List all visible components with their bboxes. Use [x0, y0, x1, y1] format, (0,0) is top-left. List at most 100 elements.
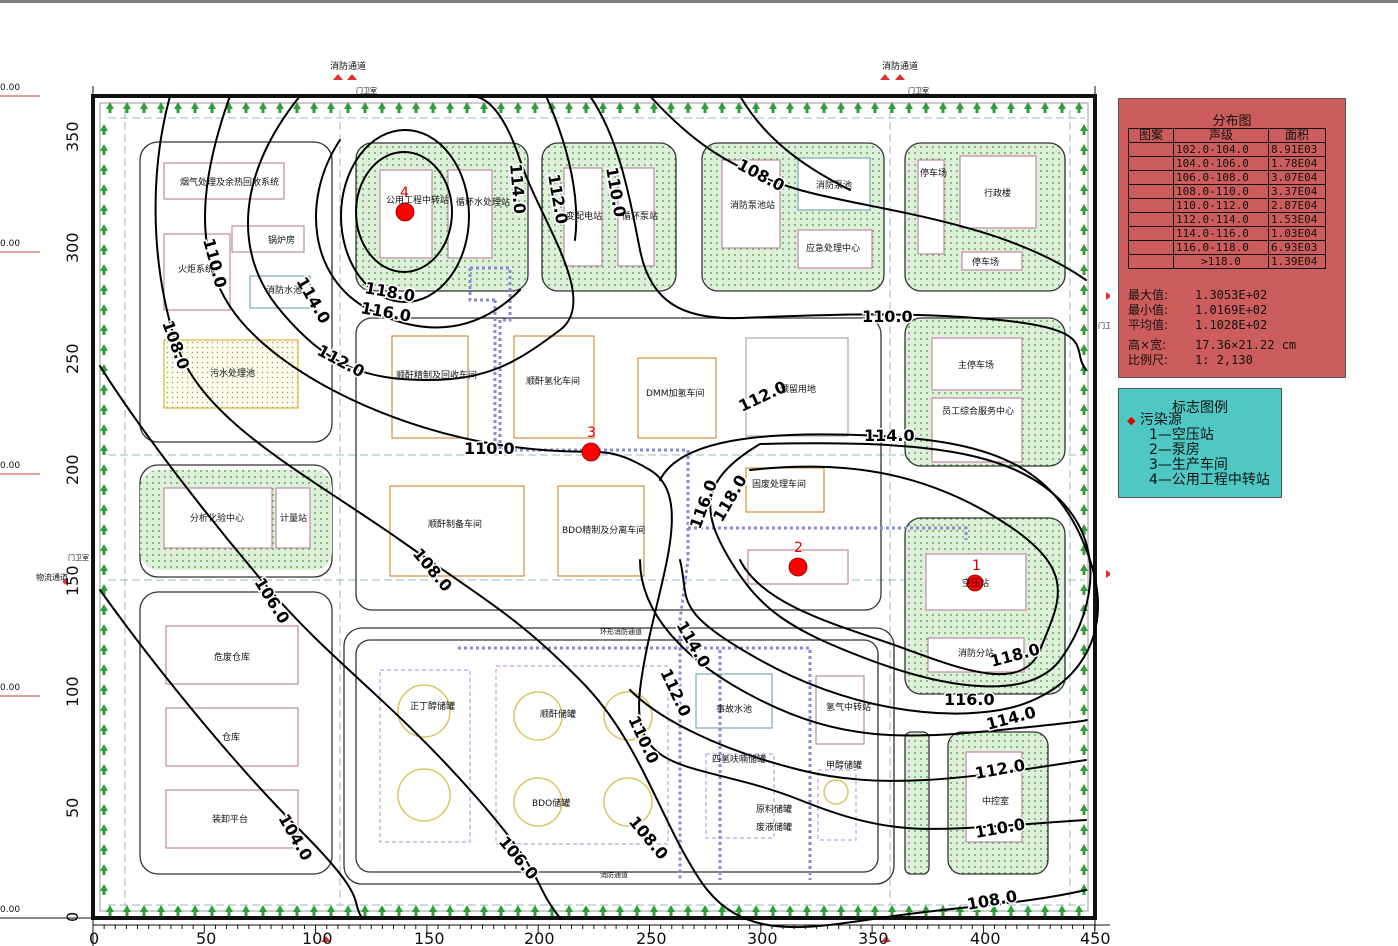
tree-icon [1080, 664, 1088, 675]
tree-icon [100, 424, 108, 435]
stat-scale-label: 比例尺: [1128, 353, 1169, 367]
label-main-parking: 主停车场 [958, 359, 994, 371]
legend-col-area: 面积 [1268, 128, 1326, 143]
label-fire-pump: 消防泵池站 [730, 199, 775, 211]
tree-icon [259, 102, 267, 113]
tree-icon [1080, 644, 1088, 655]
legend-title: 分布图 [1212, 114, 1252, 129]
tree-icon [100, 764, 108, 775]
tree-icon [1058, 102, 1066, 113]
tree-icon [100, 124, 108, 135]
gate-arrows [62, 74, 1110, 942]
tree-icon [1080, 324, 1088, 335]
pollution-sources: 1 2 3 4 [395, 185, 984, 592]
label-fire-pool: 消防水池 [266, 284, 302, 296]
tree-icon [922, 905, 930, 916]
label-emergency: 应急处理中心 [806, 242, 860, 254]
tree-icon [837, 905, 845, 916]
marker-item: 1—空压站 [1149, 427, 1214, 443]
tree-icon [582, 905, 590, 916]
tree-icon [100, 304, 108, 315]
label-butanol: 正丁醇储罐 [410, 700, 455, 712]
tree-icon [667, 102, 675, 113]
tree-icon [225, 102, 233, 113]
tree-icon [140, 905, 148, 916]
source-4-marker [395, 202, 415, 222]
label-guard: 停车场 [920, 167, 947, 179]
red-dot-icon: ◆ [1127, 414, 1136, 427]
tree-icon [650, 102, 658, 113]
source-legend-label: 污染源 [1139, 412, 1182, 428]
tree-icon [871, 102, 879, 113]
tree-icon [100, 744, 108, 755]
label-metering: 计量站 [280, 512, 307, 524]
tree-icon [514, 905, 522, 916]
contour-label: 108.0 [625, 812, 672, 863]
marker-item: 4—公用工程中转站 [1149, 472, 1270, 488]
tree-icon [276, 905, 284, 916]
tree-icon [140, 102, 148, 113]
tree-icon [100, 664, 108, 675]
tree-icon [100, 864, 108, 875]
tree-icon [446, 905, 454, 916]
tree-icon [106, 102, 114, 113]
tree-icon [208, 102, 216, 113]
tree-icon [1080, 704, 1088, 715]
y-tick-200: 200 [63, 454, 82, 485]
label-thf: 四氢呋喃储罐 [712, 753, 766, 765]
legend-level: 112.0-114.0 [1173, 212, 1269, 227]
label-boiler: 锅炉房 [268, 234, 295, 246]
tree-icon [650, 905, 658, 916]
tree-icon [735, 102, 743, 113]
gate-c: 门卫室 [68, 553, 89, 562]
source-3-marker [581, 442, 601, 462]
stat-scale: 比例尺:1: 2,130 [1128, 353, 1253, 367]
tree-icon [956, 102, 964, 113]
tree-icon [1080, 124, 1088, 135]
x-tick-0: 0 [89, 929, 99, 946]
tree-icon [1080, 304, 1088, 315]
legend-col-pattern: 图案 [1128, 128, 1174, 143]
pipe-segment [458, 646, 812, 880]
label-hazardous: 危废仓库 [214, 651, 250, 663]
y-tick-300: 300 [63, 232, 82, 263]
tree-icon [1080, 424, 1088, 435]
tree-icon [1080, 204, 1088, 215]
legend-level: 104.0-106.0 [1173, 156, 1269, 171]
tree-icon [100, 204, 108, 215]
label-public-works: 公用工程中转站 [386, 194, 449, 206]
tree-icon [327, 102, 335, 113]
pipe-segment [468, 268, 495, 302]
legend-area: 1.39E04 [1268, 254, 1326, 269]
tree-icon [480, 102, 488, 113]
tree-icon [191, 905, 199, 916]
tree-icon [1080, 744, 1088, 755]
tree-icon [548, 905, 556, 916]
legend-area: 1.03E04 [1268, 226, 1326, 241]
gauge-1: 0.00 [0, 83, 20, 93]
tree-icon [752, 905, 760, 916]
top-gate-left: 消防通道 [330, 60, 366, 72]
tree-icon [956, 905, 964, 916]
tree-icon [1080, 564, 1088, 575]
tree-icon [100, 704, 108, 715]
source-legend-row: ◆ 污染源 [1127, 413, 1182, 428]
gate-b: 门卫室 [908, 86, 929, 95]
x-tick-250: 250 [636, 929, 667, 946]
tree-icon [100, 224, 108, 235]
tree-icon [854, 102, 862, 113]
label-warehouse: 仓库 [222, 731, 240, 743]
tree-icon [854, 905, 862, 916]
tree-icon [1080, 384, 1088, 395]
tree-icon [990, 905, 998, 916]
tree-icon [667, 905, 675, 916]
tree-icon [599, 905, 607, 916]
tree-icon [1080, 844, 1088, 855]
legend-area: 1.78E04 [1268, 156, 1326, 171]
tree-icon [497, 905, 505, 916]
tree-icon [100, 524, 108, 535]
tree-icon [361, 905, 369, 916]
label-h2: 氢气中转站 [826, 701, 871, 713]
